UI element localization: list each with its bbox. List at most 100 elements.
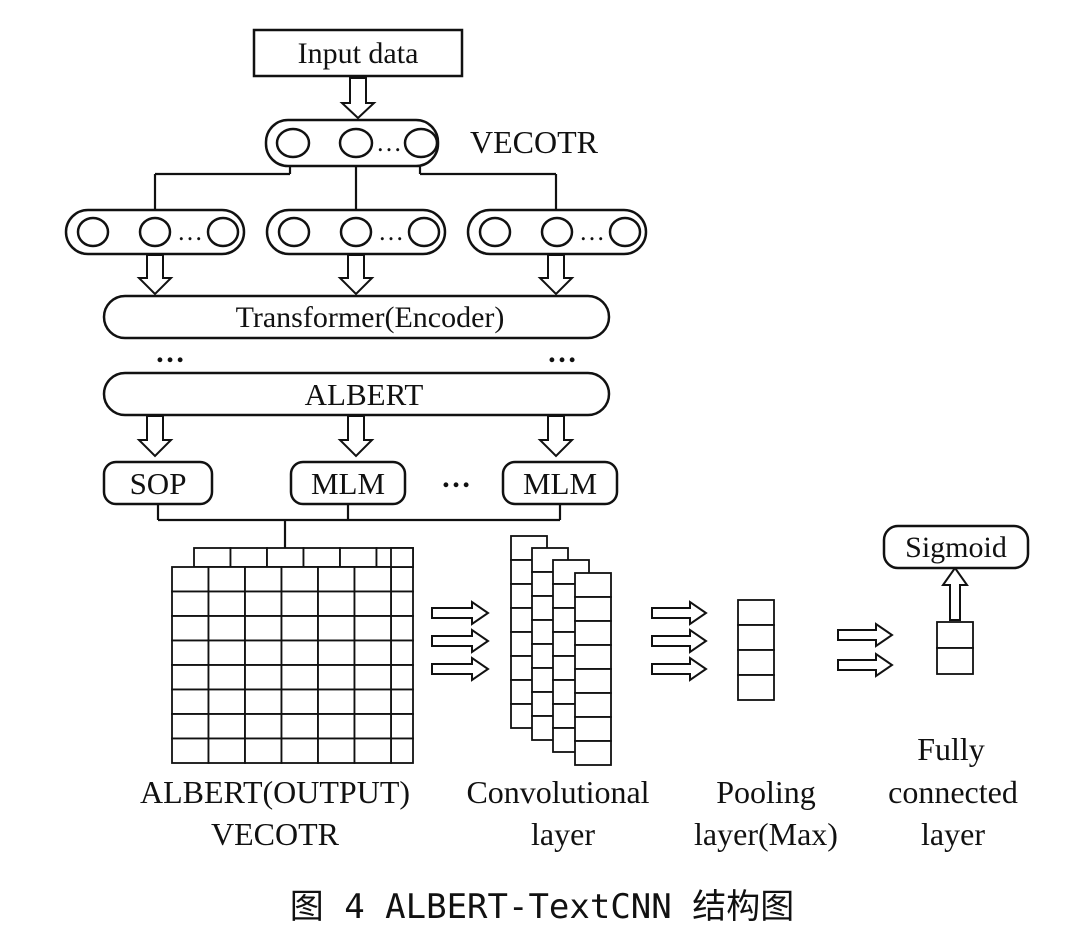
sigmoid-label: Sigmoid [905, 531, 1007, 564]
albert-node: ALBERT [102, 371, 611, 417]
arrow-input-to-vector [339, 77, 377, 120]
arrow-fc-to-sigmoid [941, 566, 969, 621]
matrix-cell [317, 566, 356, 593]
transformer-label: Transformer(Encoder) [236, 301, 505, 334]
matrix-cell [244, 713, 283, 740]
matrix-top-cell [229, 547, 268, 568]
convolutional-layer-stack [510, 535, 612, 766]
matrix-cell [280, 615, 319, 642]
token-ellipsis: … [378, 217, 404, 246]
matrix-cell [244, 664, 283, 691]
matrix-cell [171, 664, 210, 691]
arrows-to-heads [136, 415, 575, 458]
matrix-cell [171, 737, 210, 764]
matrix-cell [171, 688, 210, 715]
matrix-cell [280, 688, 319, 715]
mlm-node-left: MLM [289, 460, 407, 506]
vector-ellipsis: … [376, 128, 402, 157]
pooling-layer-column [737, 599, 775, 701]
matrix-cell [353, 664, 392, 691]
matrix-cell [280, 713, 319, 740]
fc-label-line1: Fully [917, 731, 985, 767]
matrix-cell [207, 737, 246, 764]
matrix-top-cell [266, 547, 305, 568]
matrix-cell [244, 615, 283, 642]
token-vector-middle: … [265, 208, 447, 256]
matrix-cell [353, 615, 392, 642]
token-vector-left: … [64, 208, 246, 256]
matrix-side-cell [390, 713, 414, 740]
mlm-node-right: MLM [501, 460, 619, 506]
matrix-cell [244, 590, 283, 617]
input-data-label: Input data [298, 37, 419, 70]
conv-cell [574, 668, 612, 694]
input-data-node: Input data [252, 28, 464, 78]
matrix-cell [280, 639, 319, 666]
matrix-top-cell [193, 547, 232, 568]
sop-node: SOP [102, 460, 214, 506]
mlm-label: MLM [311, 466, 385, 501]
heads-merge-lines [156, 504, 562, 548]
sigmoid-node: Sigmoid [882, 524, 1030, 570]
matrix-cell [171, 615, 210, 642]
matrix-side-cell [390, 590, 414, 617]
conv-strip [574, 572, 612, 766]
albert-label: ALBERT [305, 377, 424, 412]
fc-label-line3: layer [921, 816, 985, 852]
layer-ellipsis-left: … [155, 336, 185, 369]
matrix-cell [207, 566, 246, 593]
matrix-corner-cell [390, 547, 414, 568]
matrix-side-cell [390, 615, 414, 642]
vector-unit [403, 127, 439, 159]
token-ellipsis: … [177, 217, 203, 246]
heads-ellipsis: … [441, 461, 471, 494]
token-ellipsis: … [579, 217, 605, 246]
matrix-top-cell [302, 547, 341, 568]
arrows-conv-to-pool [651, 600, 708, 682]
matrix-cell [317, 737, 356, 764]
albert-output-matrix [171, 547, 414, 764]
conv-cell [574, 716, 612, 742]
stage-labels: ALBERT(OUTPUT) VECOTR Convolutional laye… [140, 731, 1018, 852]
mlm-label: MLM [523, 466, 597, 501]
arrows-matrix-to-conv [431, 600, 490, 682]
matrix-cell [353, 713, 392, 740]
conv-label-line2: layer [531, 816, 595, 852]
vector-unit [338, 127, 374, 159]
vector-unit [275, 127, 311, 159]
matrix-top-cell [339, 547, 378, 568]
sop-label: SOP [130, 466, 187, 501]
vector-label: VECOTR [470, 124, 599, 160]
vector-node: … VECOTR [264, 118, 599, 168]
matrix-cell [280, 664, 319, 691]
transformer-node: Transformer(Encoder) [102, 294, 611, 340]
conv-cell [574, 620, 612, 646]
pool-label-line2: layer(Max) [694, 816, 838, 852]
matrix-cell [353, 737, 392, 764]
matrix-side-cell [390, 566, 414, 593]
matrix-cell [171, 590, 210, 617]
vector-branch-lines [153, 166, 558, 210]
fc-label-line2: connected [888, 774, 1018, 810]
conv-label-line1: Convolutional [466, 774, 649, 810]
arrows-to-transformer [136, 254, 575, 296]
matrix-side-cell [390, 639, 414, 666]
matrix-cell [171, 639, 210, 666]
conv-cell [574, 740, 612, 766]
matrix-cell [280, 737, 319, 764]
matrix-cell [353, 566, 392, 593]
output-label-line2: VECOTR [211, 816, 340, 852]
conv-cell [574, 644, 612, 670]
matrix-cell [207, 590, 246, 617]
pool-label-line1: Pooling [716, 774, 816, 810]
matrix-side-cell [390, 688, 414, 715]
matrix-cell [207, 615, 246, 642]
matrix-cell [317, 688, 356, 715]
output-label-line1: ALBERT(OUTPUT) [140, 774, 410, 810]
matrix-cell [317, 590, 356, 617]
token-vector-row: … … … [64, 208, 648, 256]
matrix-cell [353, 590, 392, 617]
arrows-pool-to-fc [837, 622, 894, 678]
matrix-cell [171, 713, 210, 740]
matrix-cell [207, 664, 246, 691]
